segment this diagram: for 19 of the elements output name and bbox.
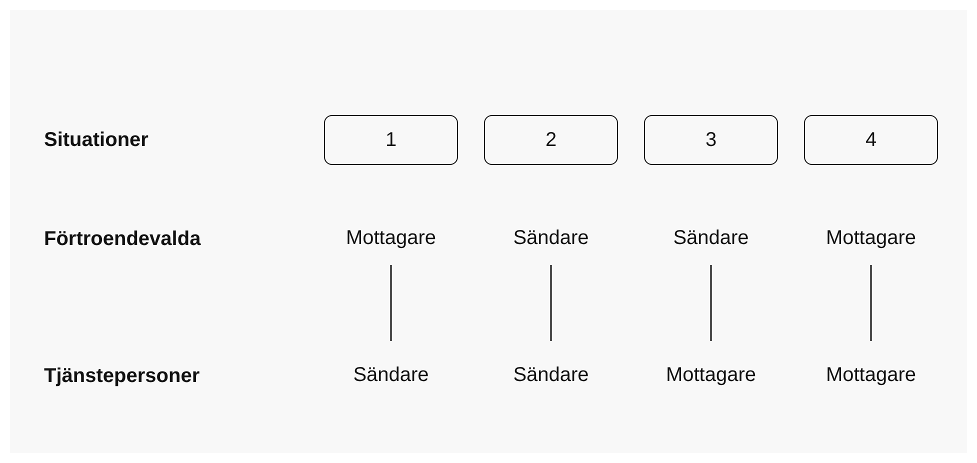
connector-line xyxy=(870,265,872,341)
role-label: Sändare xyxy=(481,224,621,265)
situation-box: 2 xyxy=(484,115,618,165)
situation-box: 4 xyxy=(804,115,938,165)
row-label: Situationer xyxy=(44,130,148,150)
role-label: Sändare xyxy=(481,341,621,391)
connector-line xyxy=(710,265,712,341)
situation-box: 1 xyxy=(324,115,458,165)
role-label: Mottagare xyxy=(801,341,941,391)
situation-box: 3 xyxy=(644,115,778,165)
role-label: Sändare xyxy=(321,341,461,391)
row-label: Tjänstepersoner xyxy=(44,366,200,386)
connector-line xyxy=(550,265,552,341)
row-label: Förtroendevalda xyxy=(44,229,201,249)
connector-line xyxy=(390,265,392,341)
role-label: Sändare xyxy=(641,224,781,265)
role-label: Mottagare xyxy=(321,224,461,265)
role-label: Mottagare xyxy=(641,341,781,391)
role-label: Mottagare xyxy=(801,224,941,265)
